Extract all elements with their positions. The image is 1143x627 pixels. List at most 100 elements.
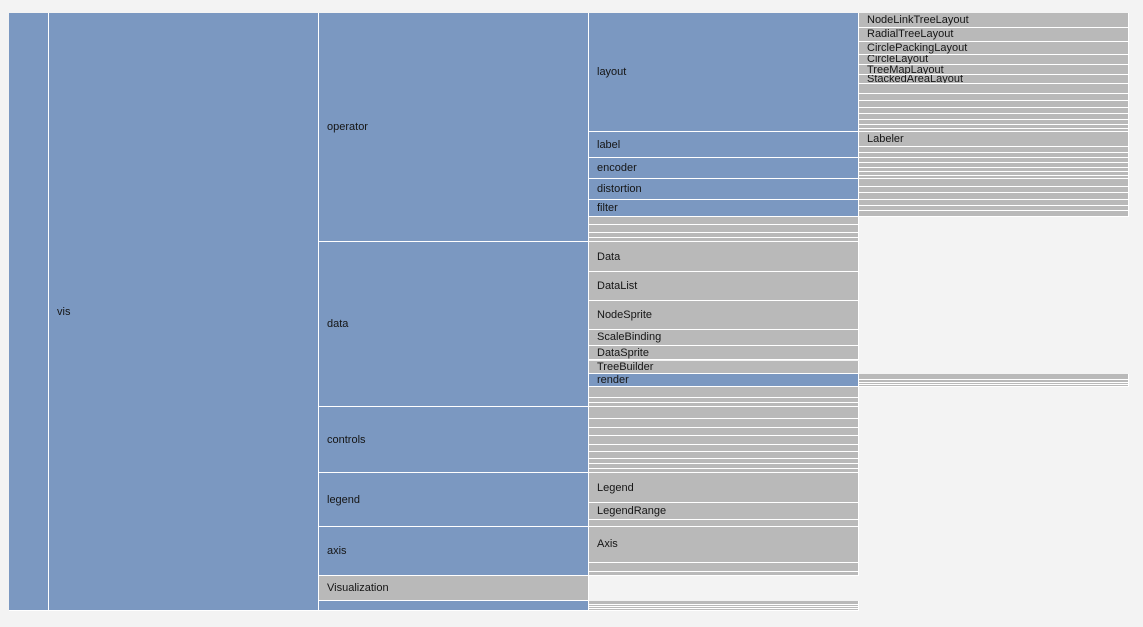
leaf-node[interactable]: CirclePackingLayout bbox=[859, 41, 1129, 55]
node-label: LegendRange bbox=[597, 505, 667, 518]
node-label: ScaleBinding bbox=[597, 331, 662, 344]
leaf-node[interactable]: ScaleBinding bbox=[589, 329, 859, 346]
leaf-node[interactable] bbox=[859, 171, 1129, 177]
leaf-node[interactable] bbox=[589, 419, 859, 428]
node-label: DataList bbox=[597, 279, 638, 292]
leaf-node[interactable] bbox=[859, 129, 1129, 133]
partition-node[interactable]: layout bbox=[589, 13, 859, 133]
leaf-node[interactable]: LegendRange bbox=[589, 503, 859, 521]
node-label: NodeSprite bbox=[597, 308, 653, 321]
node-label: distortion bbox=[597, 182, 642, 195]
leaf-node[interactable] bbox=[589, 216, 859, 226]
leaf-node[interactable]: DataSprite bbox=[589, 345, 859, 361]
leaf-node[interactable] bbox=[859, 382, 1129, 385]
leaf-node[interactable]: NodeLinkTreeLayout bbox=[859, 13, 1129, 28]
leaf-node[interactable]: TreeBuilder bbox=[589, 360, 859, 375]
partition-node[interactable]: vis bbox=[49, 13, 319, 611]
leaf-node[interactable] bbox=[589, 444, 859, 453]
leaf-node[interactable] bbox=[859, 163, 1129, 168]
leaf-node[interactable] bbox=[859, 147, 1129, 153]
leaf-node[interactable] bbox=[859, 167, 1129, 172]
leaf-node[interactable] bbox=[859, 101, 1129, 108]
leaf-node[interactable] bbox=[859, 119, 1129, 125]
node-label: filter bbox=[597, 201, 618, 214]
leaf-node[interactable] bbox=[859, 379, 1129, 383]
node-label: CirclePackingLayout bbox=[867, 41, 968, 54]
leaf-node[interactable]: RadialTreeLayout bbox=[859, 27, 1129, 42]
leaf-node[interactable] bbox=[589, 387, 859, 398]
leaf-node[interactable] bbox=[589, 397, 859, 404]
leaf-node[interactable] bbox=[589, 520, 859, 527]
leaf-node[interactable] bbox=[859, 374, 1129, 380]
node-label: vis bbox=[57, 305, 71, 318]
leaf-node[interactable]: NodeSprite bbox=[589, 300, 859, 330]
leaf-node[interactable]: StackedAreaLayout bbox=[859, 74, 1129, 85]
leaf-node[interactable] bbox=[589, 427, 859, 437]
leaf-node[interactable] bbox=[589, 604, 859, 607]
partition-node[interactable]: operator bbox=[319, 13, 589, 243]
node-label: render bbox=[597, 374, 629, 387]
leaf-node[interactable] bbox=[589, 452, 859, 459]
leaf-node[interactable]: Axis bbox=[589, 526, 859, 564]
partition-node[interactable]: controls bbox=[319, 407, 589, 474]
leaf-node[interactable] bbox=[589, 463, 859, 470]
leaf-node[interactable] bbox=[589, 606, 859, 609]
node-label: operator bbox=[327, 121, 368, 134]
leaf-node[interactable] bbox=[589, 237, 859, 243]
leaf-node[interactable] bbox=[589, 469, 859, 474]
leaf-node[interactable]: CircleLayout bbox=[859, 54, 1129, 66]
leaf-node[interactable] bbox=[859, 385, 1129, 388]
partition-node[interactable]: filter bbox=[589, 199, 859, 217]
partition-node[interactable]: data bbox=[319, 242, 589, 408]
partition-node[interactable]: label bbox=[589, 132, 859, 158]
leaf-node[interactable] bbox=[589, 571, 859, 576]
node-label: TreeMapLayout bbox=[867, 65, 944, 75]
node-label: Data bbox=[597, 250, 621, 263]
node-label: NodeLinkTreeLayout bbox=[867, 13, 969, 26]
leaf-node[interactable]: Labeler bbox=[859, 132, 1129, 148]
leaf-node[interactable] bbox=[589, 407, 859, 420]
leaf-node[interactable]: Legend bbox=[589, 473, 859, 504]
leaf-node[interactable] bbox=[859, 176, 1129, 180]
leaf-node[interactable] bbox=[859, 152, 1129, 158]
partition-node[interactable] bbox=[9, 13, 49, 611]
partition-node[interactable]: distortion bbox=[589, 179, 859, 200]
leaf-node[interactable] bbox=[589, 458, 859, 464]
leaf-node[interactable] bbox=[589, 232, 859, 238]
leaf-node[interactable] bbox=[859, 107, 1129, 115]
leaf-node[interactable]: Visualization bbox=[319, 575, 589, 602]
leaf-node[interactable]: DataList bbox=[589, 272, 859, 301]
leaf-node[interactable] bbox=[859, 205, 1129, 212]
partition-node[interactable]: axis bbox=[319, 526, 589, 576]
partition-node[interactable] bbox=[319, 601, 589, 611]
leaf-node[interactable] bbox=[859, 114, 1129, 120]
leaf-node[interactable] bbox=[589, 403, 859, 408]
node-label: DataSprite bbox=[597, 346, 649, 359]
node-label: Visualization bbox=[327, 582, 389, 595]
leaf-node[interactable] bbox=[859, 211, 1129, 217]
partition-node[interactable]: encoder bbox=[589, 157, 859, 180]
node-label: RadialTreeLayout bbox=[867, 28, 954, 41]
leaf-node[interactable] bbox=[859, 179, 1129, 187]
node-label: legend bbox=[327, 493, 361, 506]
leaf-node[interactable] bbox=[859, 199, 1129, 206]
leaf-node[interactable] bbox=[859, 124, 1129, 130]
leaf-node[interactable] bbox=[589, 436, 859, 445]
leaf-node[interactable] bbox=[589, 601, 859, 605]
leaf-node[interactable]: Data bbox=[589, 242, 859, 273]
node-label: encoder bbox=[597, 162, 637, 175]
partition-node[interactable]: legend bbox=[319, 473, 589, 527]
leaf-node[interactable] bbox=[859, 157, 1129, 164]
leaf-node[interactable] bbox=[859, 94, 1129, 102]
leaf-node[interactable] bbox=[589, 608, 859, 611]
leaf-node[interactable] bbox=[589, 563, 859, 572]
leaf-node[interactable] bbox=[859, 193, 1129, 200]
node-label: data bbox=[327, 318, 349, 331]
leaf-node[interactable] bbox=[589, 225, 859, 233]
leaf-node[interactable]: TreeMapLayout bbox=[859, 65, 1129, 75]
leaf-node[interactable] bbox=[859, 186, 1129, 194]
partition-node[interactable]: render bbox=[589, 374, 859, 388]
node-label: label bbox=[597, 138, 621, 151]
leaf-node[interactable] bbox=[859, 84, 1129, 94]
